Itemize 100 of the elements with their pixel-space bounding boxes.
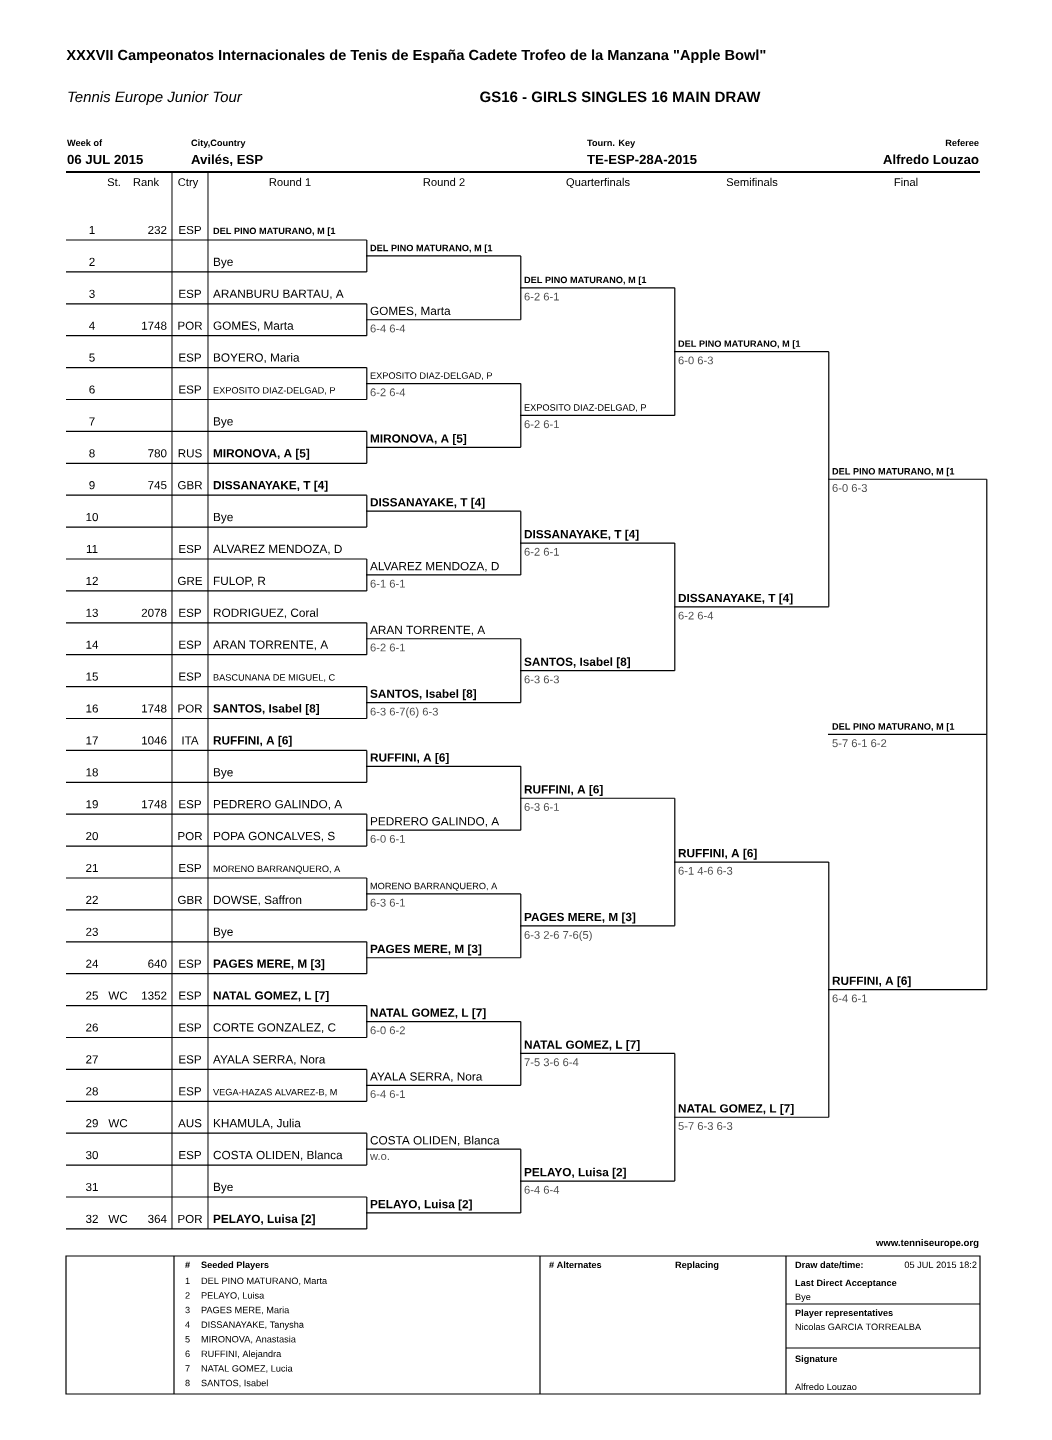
bracket-line <box>366 430 368 448</box>
player-slot <box>519 784 676 799</box>
player-slot <box>365 372 522 385</box>
bracket-line <box>520 1052 522 1086</box>
player-slot <box>65 895 368 911</box>
bracket-line <box>366 622 368 640</box>
bracket-line <box>366 1148 368 1166</box>
bracket-line <box>366 1084 368 1102</box>
bracket-line <box>520 414 522 448</box>
player-slot <box>519 529 676 544</box>
player-slot <box>365 244 522 257</box>
player-slot <box>365 817 522 831</box>
player-slot <box>365 434 522 448</box>
bracket-line <box>366 1005 368 1023</box>
bracket-line <box>366 1020 368 1039</box>
player-slot <box>65 703 368 720</box>
bracket-line <box>520 1020 522 1055</box>
player-slot <box>65 735 368 751</box>
player-slot <box>365 625 522 640</box>
bracket-line <box>366 1132 368 1150</box>
player-slot <box>65 480 368 496</box>
bracket-line <box>366 877 368 895</box>
bracket-line <box>366 765 368 783</box>
player-slot <box>65 608 368 624</box>
bracket-line <box>520 797 522 831</box>
bracket-line <box>366 813 368 831</box>
bracket-line <box>366 558 368 576</box>
bracket-line <box>520 925 522 959</box>
player-slot <box>65 991 368 1007</box>
bracket-line <box>674 797 676 863</box>
player-slot <box>365 561 522 576</box>
bracket-line <box>674 351 676 417</box>
player-slot <box>65 321 368 337</box>
player-slot <box>365 753 522 767</box>
player-slot <box>65 1055 368 1070</box>
player-slot <box>65 863 368 879</box>
player-slot <box>365 1072 522 1086</box>
bracket-line <box>366 893 368 911</box>
player-slot <box>65 417 368 432</box>
bracket-line <box>520 382 522 417</box>
player-slot <box>519 912 676 927</box>
bracket-line <box>520 893 522 927</box>
bracket-line <box>366 701 368 720</box>
bracket-line <box>828 478 830 608</box>
bracket-line <box>986 733 988 991</box>
player-slot <box>827 723 988 736</box>
player-slot <box>673 848 830 863</box>
bracket-line <box>986 478 988 736</box>
bracket-line <box>520 1180 522 1214</box>
player-slot <box>65 448 368 464</box>
player-slot <box>65 831 368 847</box>
bracket-line <box>828 861 830 991</box>
bracket-line <box>366 941 368 959</box>
bracket-line <box>366 1068 368 1086</box>
player-slot <box>65 1087 368 1102</box>
bracket-line <box>366 303 368 321</box>
player-slot <box>827 467 988 480</box>
player-slot <box>519 1167 676 1182</box>
bracket-line <box>520 255 522 289</box>
player-slot <box>65 576 368 592</box>
player-slot <box>65 1118 368 1134</box>
player-slot <box>65 1023 368 1039</box>
player-slot <box>65 927 368 943</box>
bracket-line <box>366 574 368 592</box>
player-slot <box>65 385 368 401</box>
player-slot <box>365 497 522 512</box>
player-slot <box>365 1008 522 1023</box>
bracket-line <box>520 765 522 799</box>
player-slot <box>519 1040 676 1055</box>
player-slot <box>65 799 368 815</box>
player-slot <box>673 1103 830 1118</box>
player-slot <box>65 1182 368 1198</box>
bracket-line <box>366 382 368 401</box>
bracket-line <box>366 446 368 464</box>
bracket-line <box>366 829 368 847</box>
bracket-line <box>366 1212 368 1230</box>
bracket-line <box>366 749 368 767</box>
player-slot <box>65 768 368 783</box>
player-slot <box>65 1150 368 1166</box>
player-slot <box>65 512 368 528</box>
player-slot <box>673 340 830 353</box>
bracket-line <box>674 606 676 672</box>
player-slot <box>65 959 368 975</box>
bracket-line <box>674 861 676 927</box>
bracket-line <box>366 510 368 528</box>
bracket-line <box>366 367 368 385</box>
player-slot <box>65 225 368 241</box>
bracket-line <box>520 542 522 576</box>
bracket-line <box>366 319 368 337</box>
bracket-line <box>520 510 522 544</box>
player-slot <box>673 593 830 608</box>
player-slot <box>65 289 368 305</box>
player-slot <box>365 1199 522 1214</box>
bracket-line <box>366 638 368 656</box>
player-slot <box>365 882 522 895</box>
bracket-line <box>366 686 368 704</box>
player-slot <box>519 404 676 417</box>
bracket-line <box>674 287 676 353</box>
player-slot <box>65 1214 368 1230</box>
player-slot <box>65 544 368 560</box>
